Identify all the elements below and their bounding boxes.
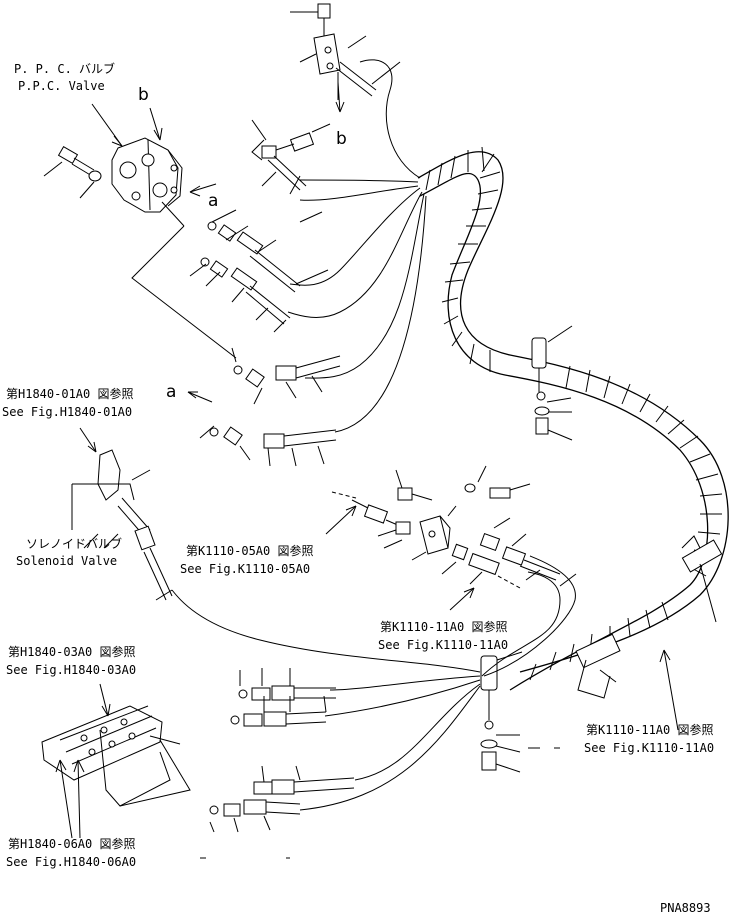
ref-k1110-05-jp: 第K1110-05A0 図参照	[186, 543, 313, 558]
ppc-elbow-fittings	[199, 347, 341, 467]
ppc-bolt	[43, 145, 102, 199]
spiral-hose-bundle	[417, 146, 729, 691]
ref-h1840-06-en: See Fig.H1840-06A0	[6, 855, 136, 869]
drawing-number: PNA8893	[660, 901, 711, 915]
ref-k1110-11-mid-en: See Fig.K1110-11A0	[378, 638, 508, 652]
solenoid-jp-label: ソレノイドバルブ	[26, 536, 122, 551]
ref-k1110-11-right-label: 第K1110-11A0 図参照 See Fig.K1110-11A0	[584, 722, 714, 755]
ppc-fittings	[131, 201, 329, 359]
solenoid-en-label: Solenoid Valve	[16, 554, 117, 568]
upper-hoses	[287, 59, 427, 433]
solenoid-valve-label: ソレノイドバルブ Solenoid Valve	[16, 536, 122, 568]
letter-a-upper: a	[208, 191, 218, 211]
letter-b-upper: b	[138, 85, 149, 105]
spiral-wrap-bands	[425, 146, 723, 681]
bundle-clamp-bottom	[480, 651, 560, 773]
bundle-clamp-right	[681, 535, 723, 623]
ref-k1110-05-en: See Fig.K1110-05A0	[180, 562, 310, 576]
ref-h1840-03-label: 第H1840-03A0 図参照 See Fig.H1840-03A0	[6, 644, 136, 677]
letter-b-lower: b	[336, 129, 347, 149]
ref-k1110-11-right-jp: 第K1110-11A0 図参照	[586, 722, 713, 737]
ref-h1840-01-en: See Fig.H1840-01A0	[2, 405, 132, 419]
lower-valve-block	[41, 705, 191, 807]
ref-h1840-03-en: See Fig.H1840-03A0	[6, 663, 136, 677]
ppc-valve-body	[111, 137, 183, 213]
solenoid-valve	[71, 449, 173, 601]
ref-h1840-03-jp: 第H1840-03A0 図参照	[8, 644, 135, 659]
ref-h1840-06-jp: 第H1840-06A0 図参照	[8, 836, 135, 851]
ref-k1110-11-mid-jp: 第K1110-11A0 図参照	[380, 619, 507, 634]
lower-fittings	[200, 668, 355, 859]
ref-h1840-06-label: 第H1840-06A0 図参照 See Fig.H1840-06A0	[6, 836, 136, 869]
leader-arrows	[55, 81, 679, 839]
ppc-valve-label: P. P. C. バルブ P.P.C. Valve	[14, 61, 115, 93]
ref-k1110-11-right-en: See Fig.K1110-11A0	[584, 741, 714, 755]
lower-hoses	[171, 555, 576, 811]
ref-h1840-01-label: 第H1840-01A0 図参照 See Fig.H1840-01A0	[2, 386, 133, 419]
ppc-valve-jp-label: P. P. C. バルブ	[14, 61, 115, 76]
ref-h1840-01-jp: 第H1840-01A0 図参照	[6, 386, 133, 401]
middle-fittings	[331, 465, 577, 589]
ref-k1110-11-mid-label: 第K1110-11A0 図参照 See Fig.K1110-11A0	[378, 619, 508, 652]
ref-k1110-05-label: 第K1110-05A0 図参照 See Fig.K1110-05A0	[180, 543, 313, 576]
bundle-clamp-lower	[575, 633, 621, 699]
top-fittings	[251, 3, 401, 195]
ppc-valve-en-label: P.P.C. Valve	[18, 79, 105, 93]
bundle-clamp-upper	[531, 325, 573, 441]
letter-a-lower: a	[166, 382, 176, 402]
